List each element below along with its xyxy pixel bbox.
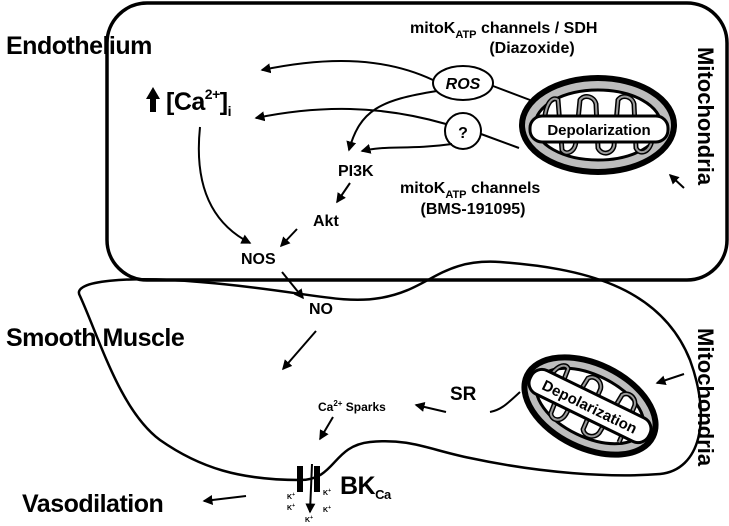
- diazoxide-line1: mitoKATP channels / SDH: [410, 20, 597, 41]
- arrow-bms-to-mito: [668, 173, 685, 189]
- arrow-mito-to-unknown: [480, 133, 520, 149]
- mitochondria-label-bottom: Mitochondria: [693, 328, 718, 467]
- arrow-ros-to-calcium: [260, 60, 434, 81]
- no-label: NO: [309, 301, 333, 318]
- pi3k-label: PI3K: [338, 163, 374, 180]
- arrow-nos-to-no: [281, 271, 304, 300]
- k-ion-2: K+: [287, 503, 295, 512]
- mitochondrion-smooth-muscle: Depolarization: [521, 354, 659, 458]
- arrow-akt-to-nos: [279, 228, 298, 248]
- endothelium-cell: [105, 1, 729, 282]
- increase-arrow-icon: [146, 87, 160, 112]
- depolarization-box-bottom: [527, 367, 653, 445]
- bms-line2: (BMS-191095): [421, 201, 526, 218]
- ros-label: ROS: [446, 76, 481, 93]
- arrow-calcium-to-nos: [197, 126, 252, 244]
- k-ion-5: K+: [305, 515, 313, 524]
- unknown-mediator-label: ?: [458, 125, 468, 142]
- arrow-mito-bottom-label: [655, 373, 685, 386]
- smooth-muscle-label: Smooth Muscle: [6, 324, 185, 352]
- arrow-ros-to-pi3k: [346, 90, 438, 152]
- endothelium-label: Endothelium: [6, 32, 152, 60]
- akt-label: Akt: [313, 213, 339, 230]
- arrow-bk-to-vasodilation: [202, 495, 247, 505]
- unknown-mediator-bubble: [444, 112, 482, 150]
- arrow-unknown-to-pi3k: [360, 143, 453, 154]
- smooth-muscle-cell: [77, 260, 703, 482]
- k-ion-3: K+: [323, 488, 331, 497]
- arrow-mito-to-ros: [492, 85, 531, 101]
- arrow-no-to-bk: [282, 330, 317, 371]
- k-ion-4: K+: [323, 505, 331, 514]
- k-ion-1: K+: [287, 492, 295, 501]
- mitochondrion-endothelial: Depolarization: [519, 75, 677, 175]
- bk-channel-right: [314, 466, 320, 492]
- arrow-bk-k-efflux: [305, 463, 316, 514]
- arrow-pi3k-to-akt: [336, 182, 351, 204]
- calcium-sparks-label: Ca2+ Sparks: [318, 399, 386, 414]
- bms-line1: mitoKATP channels: [400, 180, 540, 201]
- vasodilation-label: Vasodilation: [22, 490, 163, 518]
- sr-label: SR: [450, 384, 477, 405]
- depolarization-label-top: Depolarization: [547, 122, 650, 139]
- ros-bubble: [432, 65, 494, 101]
- mitochondria-label-top: Mitochondria: [693, 47, 718, 186]
- arrow-unknown-to-calcium: [254, 107, 447, 125]
- diazoxide-line2: (Diazoxide): [489, 40, 574, 57]
- bk-channel-label: BKCa: [340, 472, 392, 502]
- arrow-mito-to-sr: [489, 391, 521, 413]
- arrow-sparks-to-bk: [319, 416, 334, 441]
- nos-label: NOS: [241, 251, 276, 268]
- depolarization-box-top: [528, 114, 670, 144]
- bk-channel-left: [297, 466, 303, 492]
- arrow-sr-to-sparks: [414, 402, 447, 413]
- calcium-label: [Ca2+]i: [146, 86, 231, 119]
- svg-text:[Ca2+]i: [Ca2+]i: [166, 86, 231, 119]
